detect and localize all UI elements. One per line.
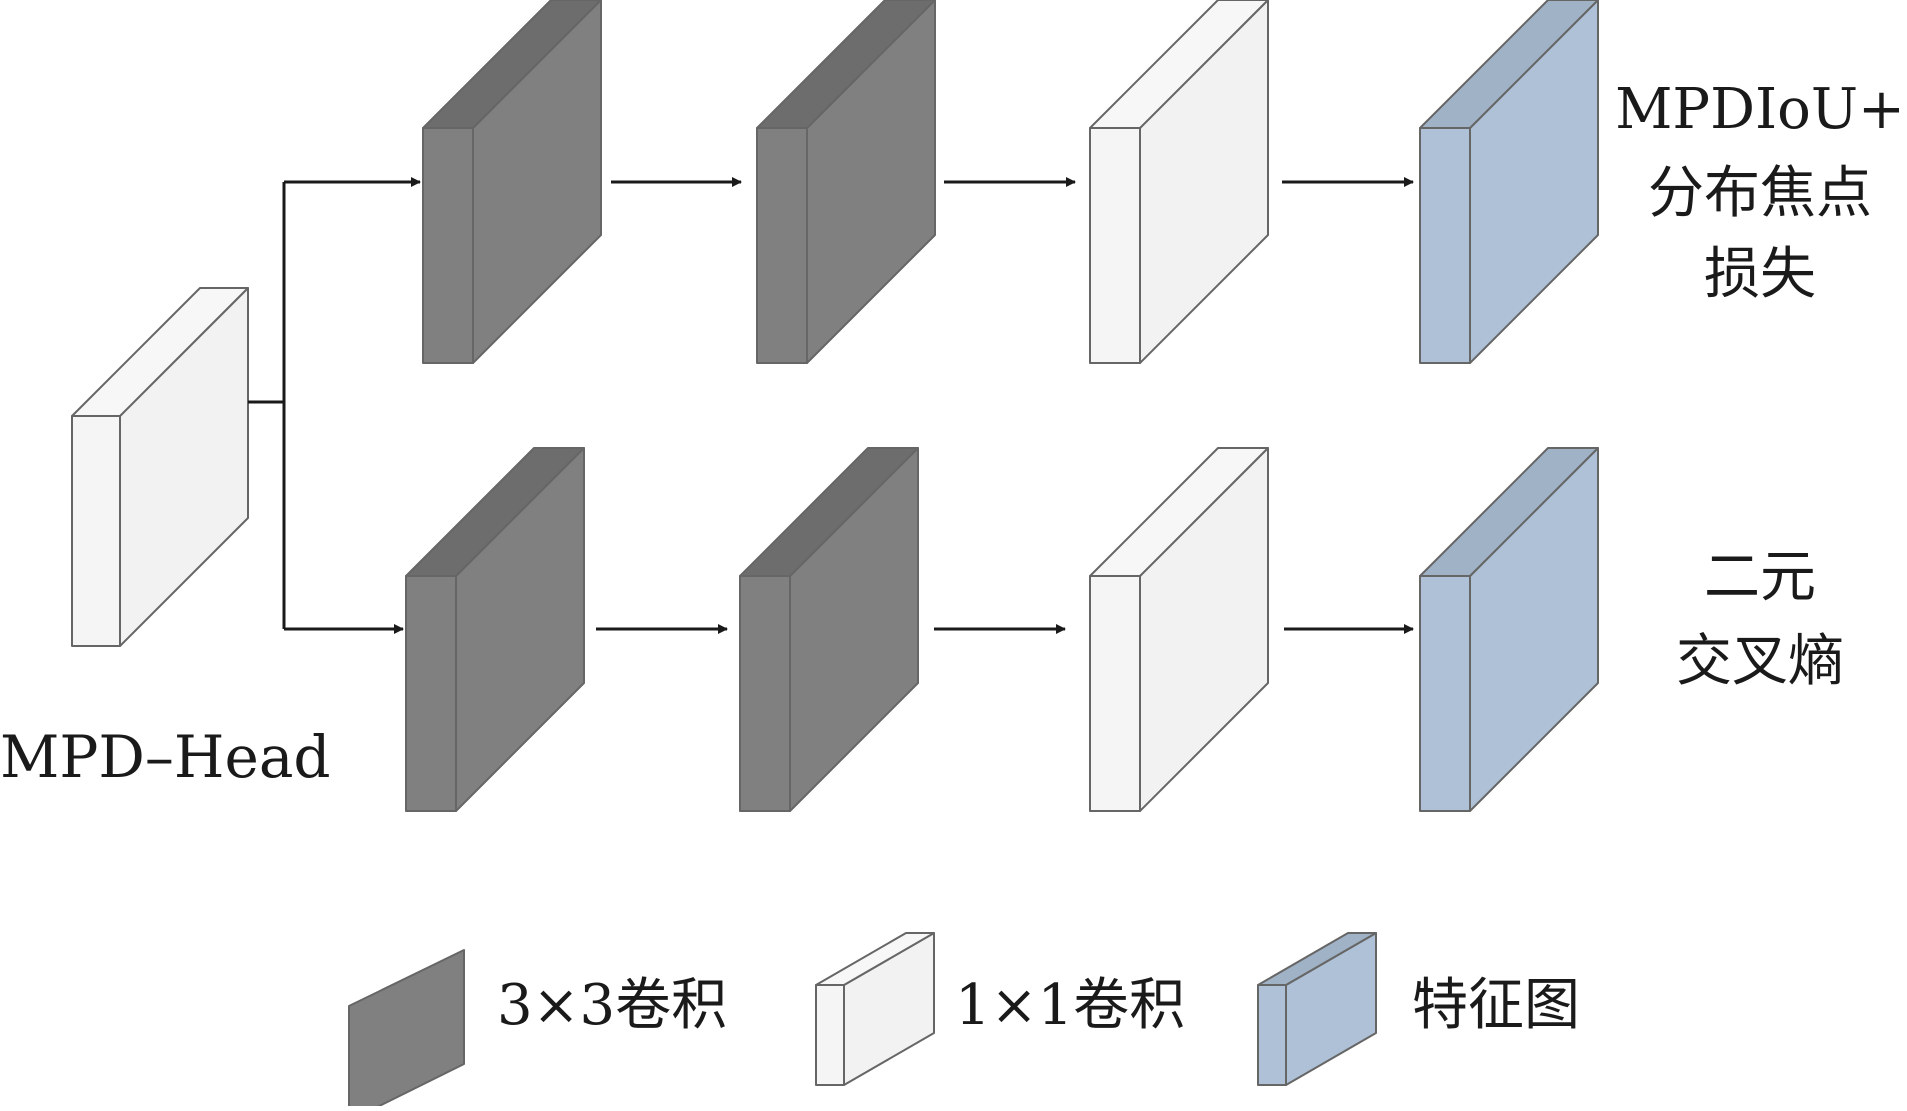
top-block-1 bbox=[422, 0, 602, 364]
input-feature-block bbox=[71, 287, 249, 647]
top-branch bbox=[422, 0, 1599, 364]
legend-conv3x3-slab bbox=[348, 949, 465, 1111]
bottom-output-line-1: 二元 bbox=[1704, 545, 1816, 610]
legend-feature-slab-front-face bbox=[1257, 984, 1287, 1086]
bottom-block-1 bbox=[405, 447, 585, 812]
bottom-block-4-front-face bbox=[1419, 575, 1471, 812]
bottom-output-label: 二元 交叉熵 bbox=[1676, 545, 1844, 694]
bottom-block-3 bbox=[1089, 447, 1269, 812]
legend-swatch-conv3x3 bbox=[348, 949, 465, 1111]
legend-label-feature: 特征图 bbox=[1412, 973, 1580, 1038]
input-block-slab bbox=[71, 287, 249, 647]
top-block-2 bbox=[756, 0, 936, 364]
top-output-line-3: 损失 bbox=[1704, 242, 1816, 307]
bottom-block-3-front-face bbox=[1089, 575, 1141, 812]
legend: 3×3卷积 1×1卷积 特征图 bbox=[348, 932, 1580, 1111]
top-block-3-front-face bbox=[1089, 127, 1141, 364]
legend-label-conv1x1: 1×1卷积 bbox=[955, 973, 1185, 1038]
top-block-4 bbox=[1419, 0, 1599, 364]
top-output-line-2: 分布焦点 bbox=[1648, 161, 1872, 226]
bottom-branch bbox=[405, 447, 1599, 812]
top-output-label: MPDIoU+ 分布焦点 损失 bbox=[1615, 77, 1905, 307]
legend-swatch-conv1x1 bbox=[815, 932, 935, 1086]
top-block-3 bbox=[1089, 0, 1269, 364]
top-output-line-1: MPDIoU+ bbox=[1615, 77, 1905, 142]
legend-label-conv3x3: 3×3卷积 bbox=[497, 973, 727, 1038]
bottom-output-line-2: 交叉熵 bbox=[1676, 629, 1844, 694]
input-branch-connectors bbox=[248, 177, 421, 634]
top-block-2-front-face bbox=[756, 127, 808, 364]
bottom-block-2 bbox=[739, 447, 919, 812]
input-block-slab-front-face bbox=[71, 415, 121, 647]
top-block-1-front-face bbox=[422, 127, 474, 364]
legend-conv1x1-slab bbox=[815, 932, 935, 1086]
legend-swatch-feature bbox=[1257, 932, 1377, 1086]
input-label: MPD–Head bbox=[0, 723, 331, 791]
legend-feature-slab bbox=[1257, 932, 1377, 1086]
bottom-block-4 bbox=[1419, 447, 1599, 812]
bottom-block-2-front-face bbox=[739, 575, 791, 812]
branch-arrows bbox=[596, 177, 1414, 634]
legend-conv1x1-slab-front-face bbox=[815, 984, 845, 1086]
bottom-block-1-front-face bbox=[405, 575, 457, 812]
top-block-4-front-face bbox=[1419, 127, 1471, 364]
